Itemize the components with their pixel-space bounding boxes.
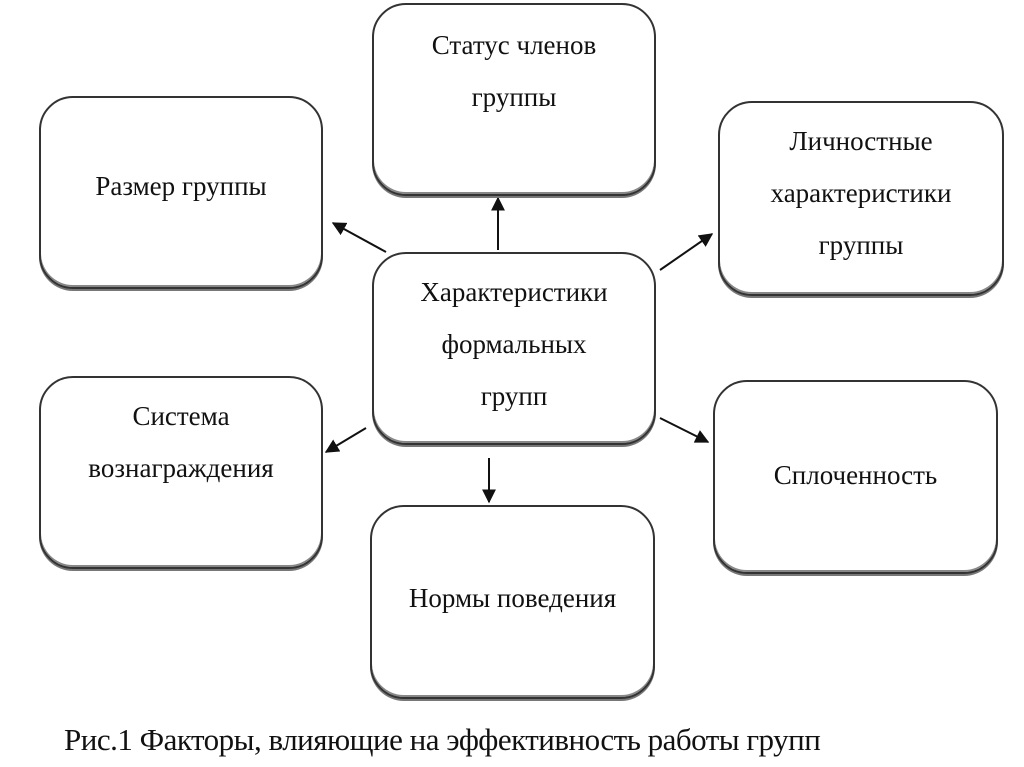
arrow-to-size	[331, 222, 387, 253]
node-center-line-1: Характеристики	[420, 277, 608, 307]
arrow-to-personal	[659, 233, 714, 271]
node-norms-line-1: Нормы поведения	[408, 583, 617, 613]
node-personal-line-3: группы	[818, 230, 904, 260]
node-size: Размер группы	[39, 96, 323, 289]
node-reward-line-2: вознаграждения	[88, 453, 274, 483]
node-norms: Нормы поведения	[370, 505, 655, 699]
node-center: Характеристики формальных групп	[372, 252, 656, 445]
node-personal-line-1: Личностные	[789, 126, 933, 156]
node-center-line-2: формальных	[441, 329, 587, 359]
node-cohesion: Сплоченность	[713, 380, 998, 574]
node-personal: Личностные характеристики группы	[718, 101, 1004, 296]
node-reward-line-1: Система	[132, 401, 230, 431]
node-cohesion-line-1: Сплоченность	[773, 460, 938, 490]
node-reward: Система вознаграждения	[39, 376, 323, 569]
arrow-to-cohesion	[659, 417, 710, 443]
node-personal-line-2: характеристики	[770, 178, 952, 208]
node-status-line-2: группы	[471, 82, 557, 112]
figure-caption: Рис.1 Факторы, влияющие на эффективность…	[64, 722, 821, 757]
node-size-line-1: Размер группы	[95, 170, 267, 201]
arrow-to-reward	[324, 427, 367, 453]
node-status-line-1: Статус членов	[431, 30, 597, 60]
node-center-line-3: групп	[480, 381, 548, 411]
node-status: Статус членов группы	[372, 3, 656, 196]
